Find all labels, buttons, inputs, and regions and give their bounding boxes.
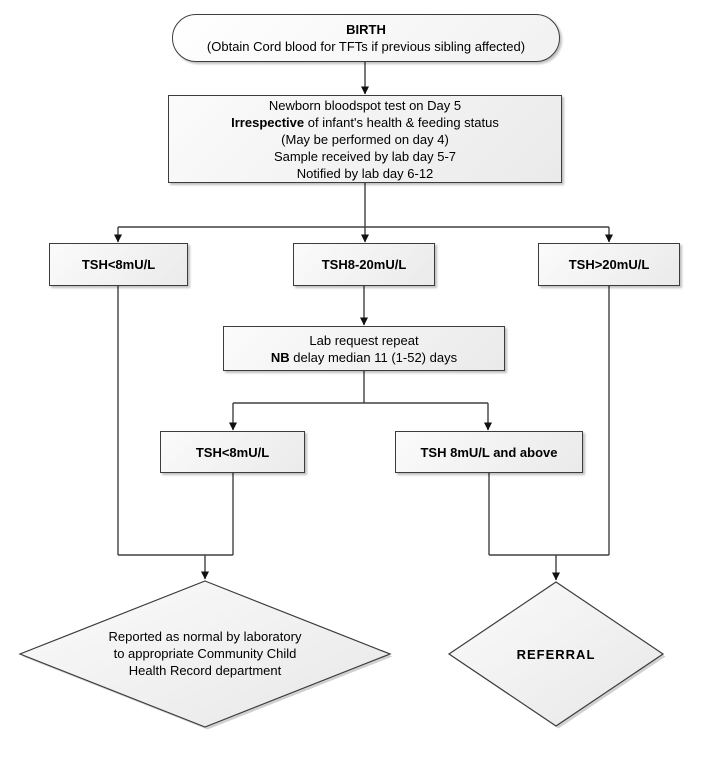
lab-repeat-line2-rest: delay median 11 (1-52) days <box>289 349 458 365</box>
lab-repeat-line2: NB delay median 11 (1-52) days <box>271 349 457 366</box>
normal-outcome-line1: Reported as normal by laboratory <box>108 629 302 644</box>
bloodspot-line5: Notified by lab day 6-12 <box>296 165 434 181</box>
bloodspot-line4: Sample received by lab day 5-7 <box>273 148 457 164</box>
connectors <box>114 62 613 581</box>
tsh-below-8-label: TSH<8mU/L <box>81 257 156 272</box>
repeat-tsh-below-8-label: TSH<8mU/L <box>195 444 270 460</box>
repeat-tsh-8-and-above-label: TSH 8mU/L and above <box>420 444 558 460</box>
birth-subtitle: (Obtain Cord blood for TFTs if previous … <box>206 39 526 54</box>
normal-outcome-text: Reported as normal by laboratory to appr… <box>55 628 355 679</box>
node-lab-request-repeat: Lab request repeat NB delay median 11 (1… <box>223 326 505 371</box>
birth-title: BIRTH <box>346 22 386 37</box>
bloodspot-line2-bold: Irrespective <box>231 114 305 130</box>
normal-outcome-line2: to appropriate Community Child <box>113 646 297 661</box>
referral-text: REFERRAL <box>516 647 596 662</box>
diamond-normal-outcome <box>18 580 392 728</box>
node-repeat-tsh-8-and-above: TSH 8mU/L and above <box>395 431 583 473</box>
lab-repeat-line2-bold: NB <box>270 349 290 365</box>
node-tsh-above-20: TSH>20mU/L <box>538 243 680 286</box>
node-tsh-below-8: TSH<8mU/L <box>49 243 188 286</box>
bloodspot-line3: (May be performed on day 4) <box>281 131 449 147</box>
normal-outcome-line3: Health Record department <box>128 663 282 678</box>
tsh-8-20-label: TSH8-20mU/L <box>321 257 407 272</box>
lab-repeat-line1: Lab request repeat <box>309 332 419 348</box>
diamond-referral <box>447 581 665 727</box>
bloodspot-line1: Newborn bloodspot test on Day 5 <box>268 97 462 113</box>
node-repeat-tsh-below-8: TSH<8mU/L <box>160 431 305 473</box>
tsh-above-20-label: TSH>20mU/L <box>568 257 650 272</box>
node-birth: BIRTH (Obtain Cord blood for TFTs if pre… <box>172 14 560 62</box>
bloodspot-line2: Irrespective of infant's health & feedin… <box>231 114 499 131</box>
node-tsh-8-20: TSH8-20mU/L <box>293 243 435 286</box>
node-bloodspot-test: Newborn bloodspot test on Day 5 Irrespec… <box>168 95 562 183</box>
bloodspot-line2-rest: of infant's health & feeding status <box>304 114 499 130</box>
